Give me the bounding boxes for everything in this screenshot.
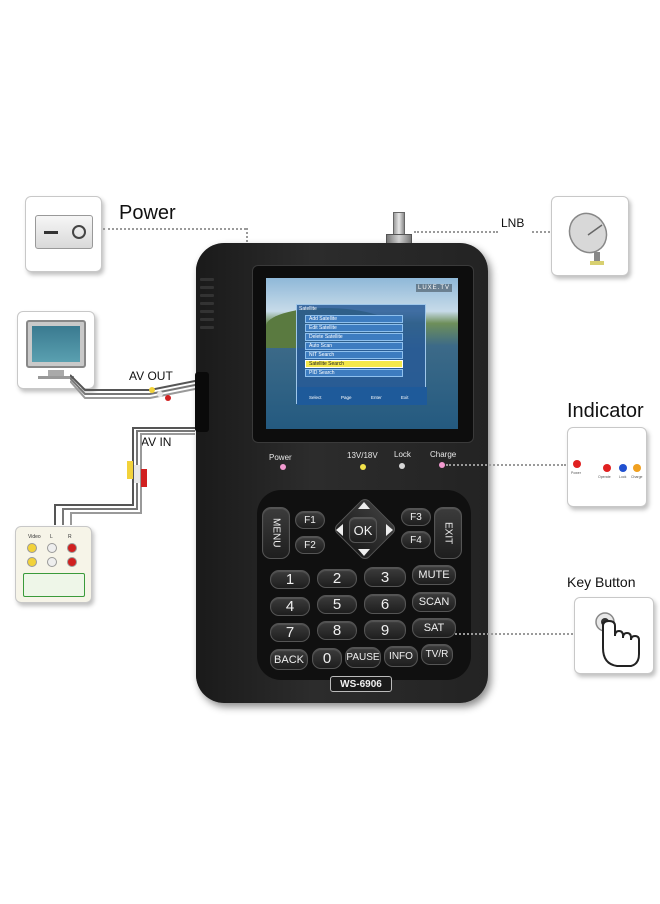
power-switch-icon: [35, 215, 93, 249]
led-voltage-label: 13V/18V: [347, 451, 378, 460]
back-button[interactable]: BACK: [270, 649, 308, 670]
indicator-lock-caption: Lock: [619, 475, 627, 479]
power-label: Power: [119, 202, 176, 224]
av-out-cable: [70, 374, 201, 401]
led-charge: [439, 462, 445, 468]
up-arrow-icon[interactable]: [358, 502, 370, 509]
led-voltage: [360, 464, 366, 470]
av-in-label: AV IN: [141, 435, 172, 449]
av-in-l-label: L: [50, 534, 53, 540]
indicator-charge-caption: Charge: [631, 475, 643, 479]
key-9[interactable]: 9: [364, 620, 406, 640]
exit-button[interactable]: EXIT: [434, 507, 462, 559]
led-charge-label: Charge: [430, 450, 457, 459]
mute-button[interactable]: MUTE: [412, 565, 456, 585]
footer-page: Page: [341, 395, 352, 400]
key-1[interactable]: 1: [270, 570, 310, 589]
power-switch-callout: [25, 196, 102, 272]
led-orange-icon: [633, 464, 641, 472]
device-screen: LUXE.TV Satellite Add Satellite Edit Sat…: [266, 278, 458, 429]
led-blue-icon: [619, 464, 627, 472]
av-in-r-label: R: [68, 534, 72, 540]
indicator-leader-line: [446, 464, 566, 466]
monitor-icon: [26, 320, 86, 368]
indicator-label: Indicator: [567, 400, 644, 422]
av-out-label: AV OUT: [129, 369, 173, 383]
menu-item-selected[interactable]: Satellite Search: [305, 360, 403, 368]
key-0[interactable]: 0: [312, 648, 342, 669]
key-button-leader-line: [455, 633, 573, 635]
f2-button[interactable]: F2: [295, 536, 325, 554]
f3-button[interactable]: F3: [401, 508, 431, 526]
indicator-power-caption: Power: [571, 471, 581, 475]
down-arrow-icon[interactable]: [358, 549, 370, 556]
key-button-label: Key Button: [567, 574, 636, 590]
satellite-dish-icon: [568, 212, 608, 265]
rca-jack-icon: [47, 557, 57, 567]
indicator-operate-caption: Operate: [598, 475, 611, 479]
model-label: WS-6906: [330, 676, 392, 692]
rca-jack-icon: [67, 557, 77, 567]
power-leader-line: [103, 228, 246, 230]
led-lock: [399, 463, 405, 469]
led-red-icon: [573, 460, 581, 468]
footer-exit: Exit: [401, 395, 409, 400]
menu-title: Satellite: [299, 306, 317, 312]
left-arrow-icon[interactable]: [336, 524, 343, 536]
key-6[interactable]: 6: [364, 594, 406, 614]
device-panel-icon: [23, 573, 85, 597]
menu-item[interactable]: Edit Satellite: [305, 324, 403, 332]
right-arrow-icon[interactable]: [386, 524, 393, 536]
footer-enter: Enter: [371, 395, 382, 400]
av-in-cable: [54, 427, 195, 525]
av-in-panel-callout: Video L R: [15, 526, 92, 603]
menu-item[interactable]: Delete Satellite: [305, 333, 403, 341]
footer-select: Select: [309, 395, 322, 400]
rca-jack-icon: [27, 557, 37, 567]
rca-jack-icon: [67, 543, 77, 553]
menu-item[interactable]: NIT Search: [305, 351, 403, 359]
led-power: [280, 464, 286, 470]
sat-button[interactable]: SAT: [412, 618, 456, 638]
scan-button[interactable]: SCAN: [412, 592, 456, 612]
key-2[interactable]: 2: [317, 569, 357, 588]
av-port: [195, 372, 209, 432]
lnb-leader-line: [414, 231, 498, 233]
satellite-menu: Satellite Add Satellite Edit Satellite D…: [296, 304, 427, 405]
lnb-callout: [551, 196, 629, 276]
indicator-callout: Power Operate Lock Charge: [567, 427, 647, 507]
menu-item[interactable]: Auto Scan: [305, 342, 403, 350]
rca-jack-icon: [27, 543, 37, 553]
key-7[interactable]: 7: [270, 623, 310, 642]
ok-button[interactable]: OK: [349, 517, 377, 543]
lnb-label: LNB: [501, 216, 525, 230]
led-lock-label: Lock: [394, 450, 411, 459]
f4-button[interactable]: F4: [401, 531, 431, 549]
info-button[interactable]: INFO: [384, 646, 418, 667]
rca-jack-icon: [47, 543, 57, 553]
key-4[interactable]: 4: [270, 597, 310, 616]
channel-logo: LUXE.TV: [415, 284, 452, 292]
tv-radio-button[interactable]: TV/R: [421, 644, 453, 665]
finger-press-icon: [595, 612, 640, 667]
av-out-callout: [17, 311, 95, 389]
pause-button[interactable]: PAUSE: [345, 647, 381, 668]
lnb-connector: [386, 212, 412, 246]
f1-button[interactable]: F1: [295, 511, 325, 529]
key-button-callout: [574, 597, 654, 674]
key-8[interactable]: 8: [317, 621, 357, 640]
menu-item[interactable]: Add Satellite: [305, 315, 403, 323]
led-power-label: Power: [269, 453, 292, 462]
menu-item[interactable]: PID Search: [305, 369, 403, 377]
key-3[interactable]: 3: [364, 567, 406, 587]
key-5[interactable]: 5: [317, 595, 357, 614]
av-in-video-label: Video: [28, 534, 41, 540]
menu-button[interactable]: MENU: [262, 507, 290, 559]
led-red-icon: [603, 464, 611, 472]
